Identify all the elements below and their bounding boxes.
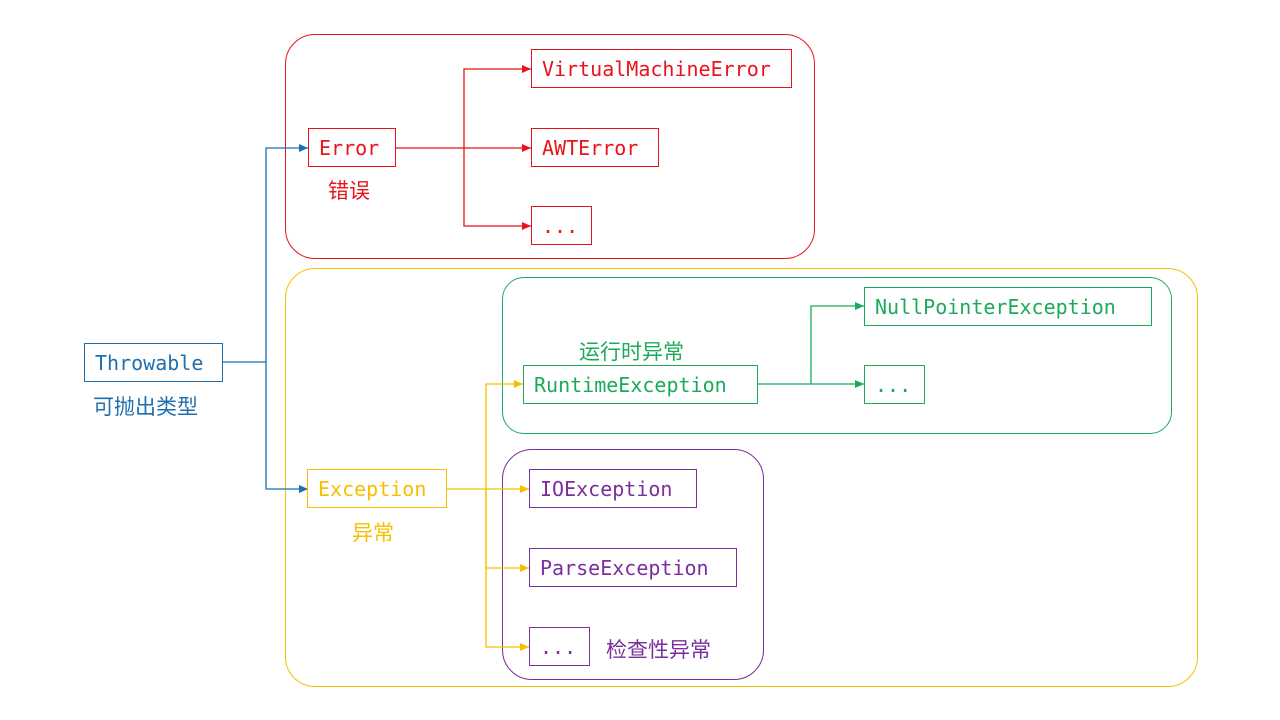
throwable-node: Throwable [84, 343, 223, 382]
checked-exception-group [502, 449, 764, 680]
exception-connectors [446, 380, 529, 651]
error-caption: 错误 [328, 179, 370, 203]
error-group [285, 34, 815, 259]
exception-node: Exception [307, 469, 447, 508]
throwable-connectors [223, 144, 308, 493]
null-pointer-exception-node: NullPointerException [864, 287, 1152, 326]
error-more-node: ... [531, 206, 592, 245]
checked-caption: 检查性异常 [606, 638, 711, 662]
runtime-exception-node: RuntimeException [523, 365, 758, 404]
checked-more-node: ... [529, 627, 590, 666]
error-node: Error [308, 128, 396, 167]
virtual-machine-error-node: VirtualMachineError [531, 49, 792, 88]
exception-caption: 异常 [352, 521, 394, 545]
error-connectors [396, 65, 531, 230]
io-exception-node: IOException [529, 469, 697, 508]
runtime-exception-group [502, 277, 1172, 434]
throwable-caption: 可抛出类型 [93, 395, 198, 419]
runtime-connectors [757, 302, 864, 388]
parse-exception-node: ParseException [529, 548, 737, 587]
awt-error-node: AWTError [531, 128, 659, 167]
runtime-more-node: ... [864, 365, 925, 404]
exception-group [285, 268, 1198, 687]
runtime-caption: 运行时异常 [579, 340, 684, 364]
